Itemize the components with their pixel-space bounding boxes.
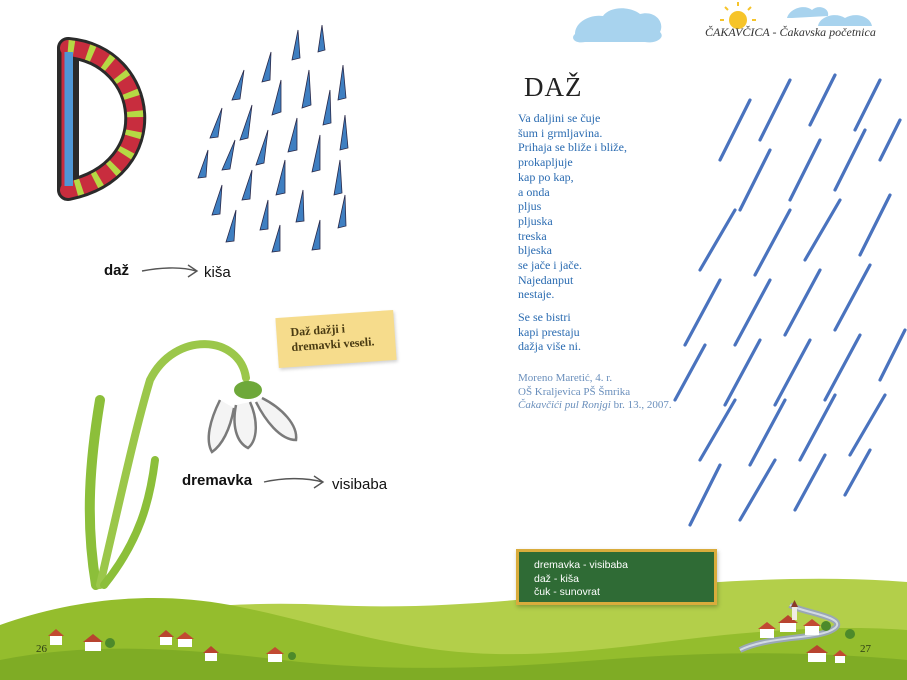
village-right xyxy=(758,600,855,663)
poem-title: DAŽ xyxy=(524,72,583,102)
sun-icon xyxy=(720,2,756,29)
poem-line: Se se bistri xyxy=(518,310,571,324)
page-number-right: 27 xyxy=(860,643,871,655)
glossary-entry: čuk - sunovrat xyxy=(534,586,600,598)
raindrops-illustration xyxy=(197,24,349,253)
vocab-word-daz: daž xyxy=(104,262,130,279)
sticky-note: Daž dažji i dremavki veseli. xyxy=(275,309,397,369)
poem-line: a onda xyxy=(518,184,550,199)
arrow-icon xyxy=(263,475,325,489)
snowdrop-illustration xyxy=(84,340,298,590)
glossary-entry: dremavka - visibaba xyxy=(534,559,628,571)
poem-line: pljus xyxy=(518,199,542,214)
poem-line: Najedanput xyxy=(518,272,574,287)
poem-source-issue: br. 13., 2007. xyxy=(610,399,672,411)
poem-author: Moreno Maretić, 4. r. xyxy=(518,372,613,384)
poem-line: nestaje. xyxy=(518,287,555,302)
letter-d-illustration xyxy=(57,37,147,201)
poem-line: treska xyxy=(518,228,547,243)
houses-left xyxy=(48,629,296,662)
poem-source-title: Čakavčići pul Ronjgi xyxy=(518,399,611,411)
poem-line: se jače i jače. xyxy=(518,258,582,273)
book-title-header: ČAKAVČICA - Čakavska početnica xyxy=(705,25,876,39)
poem-school: OŠ Kraljevica PŠ Šmrika xyxy=(518,385,631,398)
poem-line: šum i grmljavina. xyxy=(518,125,603,140)
vocab-word-dremavka: dremavka xyxy=(182,472,253,489)
poem-line: bljeska xyxy=(518,243,552,258)
arrow-icon xyxy=(141,264,199,278)
poem-line: pljuska xyxy=(518,213,553,228)
poem-credits: Moreno Maretić, 4. r. OŠ Kraljevica PŠ Š… xyxy=(518,372,672,413)
poem-source: Čakavčići pul Ronjgi br. 13., 2007. xyxy=(518,399,672,413)
cloud-illustration xyxy=(573,7,872,43)
vocab-meaning-kisa: kiša xyxy=(204,264,231,281)
poem-line: kap po kap, xyxy=(518,169,574,184)
poem-line: prokapljuje xyxy=(518,155,573,170)
page-number-left: 26 xyxy=(36,643,47,655)
glossary-entry: daž - kiša xyxy=(534,572,579,585)
rain-streaks-illustration xyxy=(673,73,907,527)
poem-line: Va daljini se čuje xyxy=(518,111,601,125)
chalkboard-glossary: dremavka - visibaba daž - kiša čuk - sun… xyxy=(516,549,717,605)
poem-stanza-1: Va daljini se čuje šum i grmljavina. Pri… xyxy=(518,111,627,302)
poem-line: kapi prestaju xyxy=(518,324,580,339)
poem-line: Prihaja se bliže i bliže, xyxy=(518,140,627,155)
poem-line: dažja više ni. xyxy=(518,339,581,354)
vocab-meaning-visibaba: visibaba xyxy=(332,476,388,493)
poem-stanza-2: Se se bistri kapi prestaju dažja više ni… xyxy=(518,310,581,354)
